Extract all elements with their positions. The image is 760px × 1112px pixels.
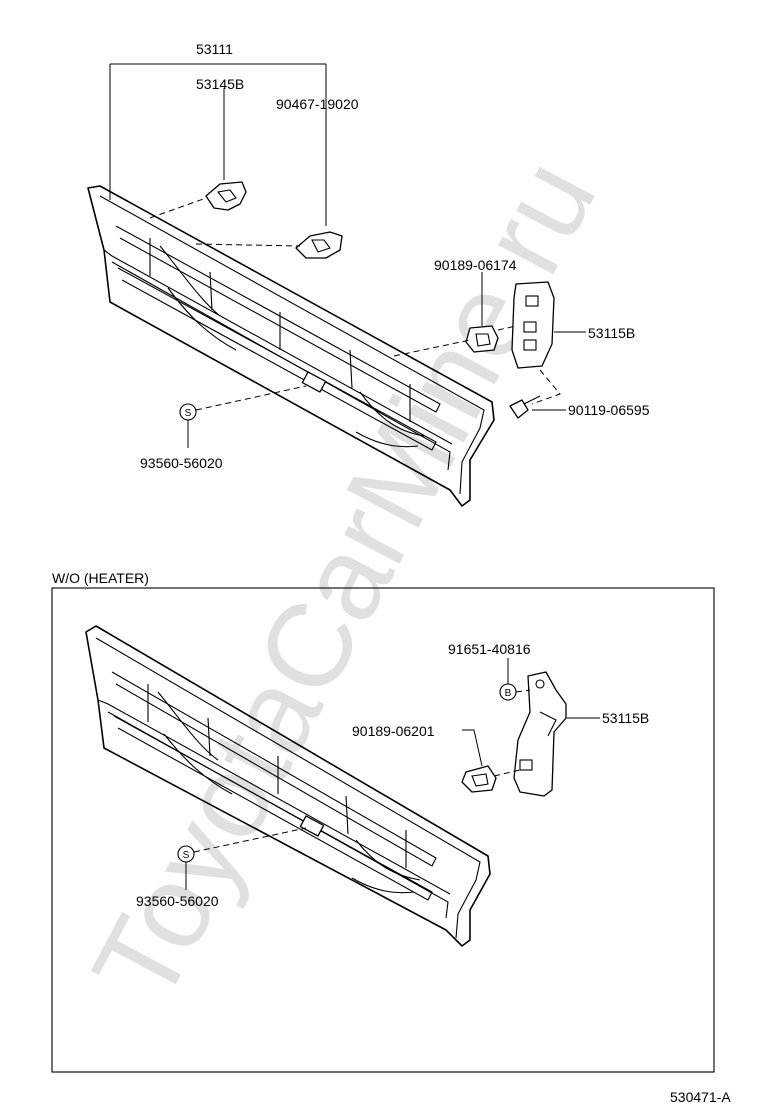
document-id: 530471-A	[670, 1089, 731, 1105]
lower-section-title: W/O (HEATER)	[52, 570, 149, 586]
lower-section-frame	[51, 587, 715, 1073]
label-53145B: 53145B	[196, 76, 244, 92]
lower-grille-drawing	[85, 625, 491, 947]
bracket-lower-drawing	[513, 671, 567, 797]
upper-grille-drawing	[87, 185, 495, 507]
label-53115B-upper: 53115B	[588, 325, 635, 341]
upper-callout-lines	[109, 63, 586, 448]
label-93560-56020-lower: 93560-56020	[136, 893, 219, 909]
label-53111: 53111	[196, 41, 233, 57]
label-90119-06595: 90119-06595	[568, 402, 650, 418]
nut-lower-drawing	[461, 765, 497, 793]
label-90467-19020: 90467-19020	[276, 96, 359, 112]
label-90189-06201: 90189-06201	[352, 723, 435, 739]
clip-lower-drawing	[295, 231, 343, 259]
screw-symbol-letter: B	[505, 688, 512, 699]
emblem-upper-symbol-letter: S	[185, 408, 192, 419]
watermark-text: ToyotaCarMine.ru	[68, 139, 622, 1023]
bracket-upper-drawing	[511, 281, 555, 369]
label-93560-56020-upper: 93560-56020	[140, 455, 223, 471]
label-53115B-lower: 53115B	[602, 710, 649, 726]
upper-section: S 53111 53145B 90467-19020 90189-06174 5…	[87, 41, 650, 507]
label-91651-40816: 91651-40816	[448, 641, 531, 657]
lower-section: W/O (HEATER) B	[51, 570, 715, 1073]
emblem-lower-symbol-letter: S	[183, 850, 190, 861]
label-90189-06174: 90189-06174	[434, 257, 517, 273]
bolt-upper-drawing	[509, 395, 541, 419]
nut-upper-drawing	[465, 325, 499, 353]
clip-upper-drawing	[205, 181, 247, 211]
lower-callout-lines	[185, 658, 600, 890]
